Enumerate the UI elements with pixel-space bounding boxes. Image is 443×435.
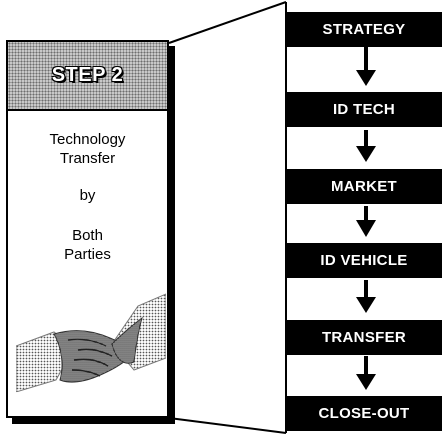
callout-line-bottom: [168, 417, 287, 434]
flow-arrow-4: [356, 280, 376, 313]
flow-step-id-vehicle: ID VEHICLE: [286, 243, 442, 278]
flow-step-strategy: STRATEGY: [286, 12, 442, 47]
step-header: STEP 2: [8, 42, 167, 111]
flow-arrow-5: [356, 356, 376, 390]
description-line-1: Technology: [49, 131, 126, 148]
flow-step-close-out: CLOSE-OUT: [286, 396, 442, 431]
callout-line-top: [168, 1, 287, 44]
description-line-2: Transfer: [59, 150, 116, 167]
handshake-icon: [16, 293, 166, 410]
callout-lines: [168, 1, 287, 434]
flow-step-transfer: TRANSFER: [286, 320, 442, 355]
description-line-4: Both: [72, 227, 103, 244]
flow-arrows: [356, 47, 376, 390]
flow-step-id-tech: ID TECH: [286, 92, 442, 127]
flow-arrow-1: [356, 47, 376, 86]
step-card: STEP 2 Technology Transfer by Both Parti…: [6, 40, 175, 424]
flow-step-market: MARKET: [286, 169, 442, 204]
flow-arrow-3: [356, 206, 376, 237]
flow-arrow-2: [356, 130, 376, 162]
card-body: STEP 2 Technology Transfer by Both Parti…: [6, 40, 169, 418]
description-line-3: by: [79, 187, 96, 204]
description-line-5: Parties: [64, 246, 111, 263]
step-title: STEP 2: [51, 64, 124, 86]
